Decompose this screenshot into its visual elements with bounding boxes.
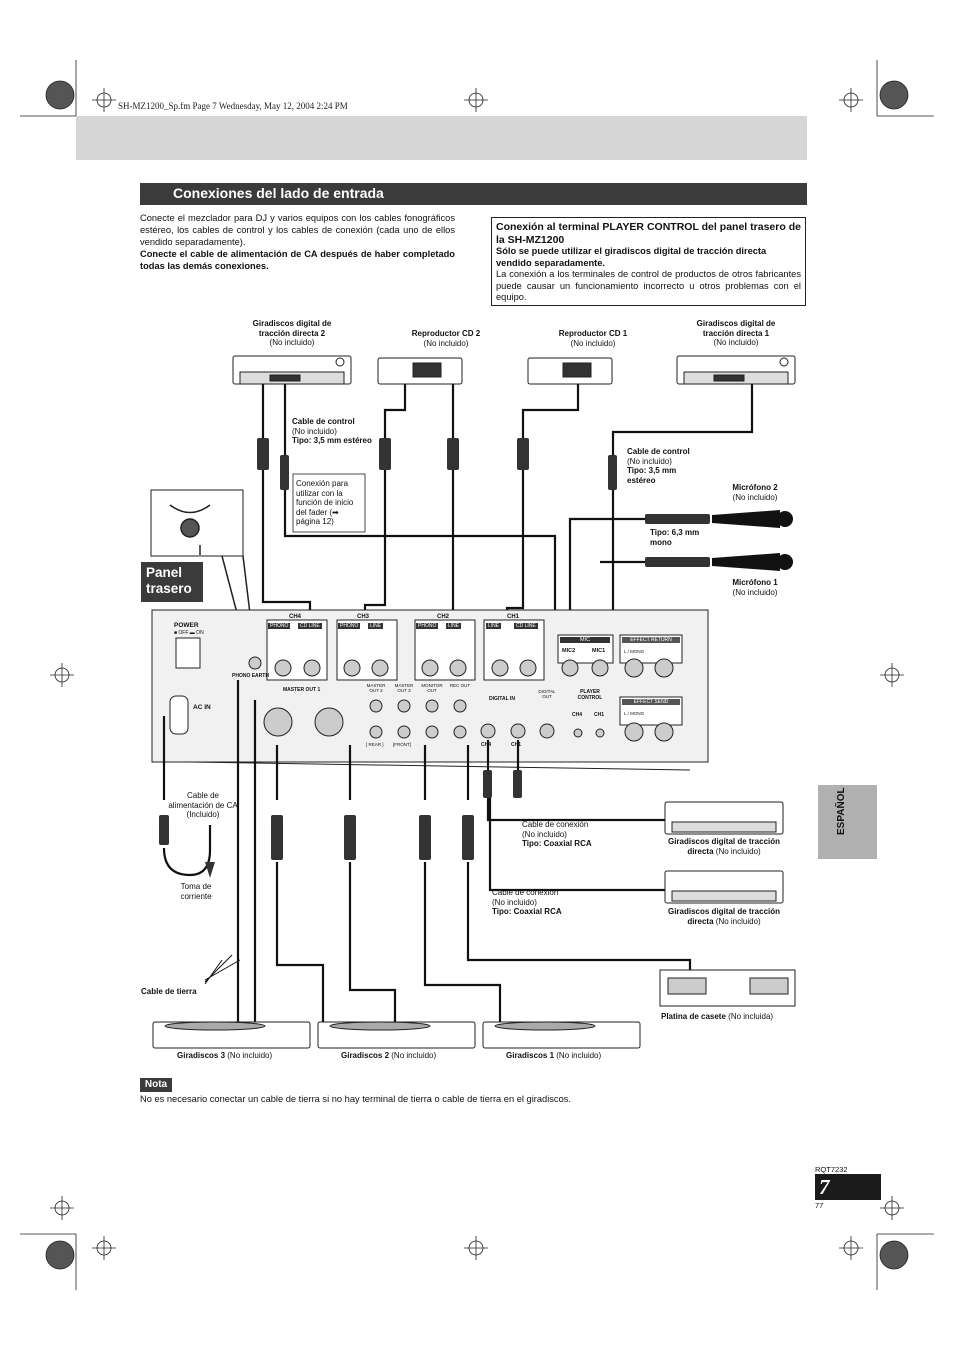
intro-warning: Conecte el cable de alimentación de CA d… (140, 249, 455, 271)
panel-ch3-line: LINE (368, 623, 384, 629)
panel-monitor-out: MONITOR OUT (421, 683, 443, 693)
panel-ch1-cdline: CD LINE (514, 623, 538, 629)
label-mic2: Micrófono 2(No incluido) (732, 483, 778, 502)
file-info-line: SH-MZ1200_Sp.fm Page 7 Wednesday, May 12… (118, 101, 348, 111)
panel-pc-ch4: CH4 (572, 712, 583, 718)
panel-ch1-line: LINE (486, 623, 502, 629)
label-dd2: Giradiscos digital de tracción directa 2… (252, 319, 332, 347)
rear-panel (151, 609, 709, 771)
panel-player-control: PLAYER CONTROL (577, 689, 603, 701)
label-tt2: Giradiscos 2 (No incluido) (341, 1051, 437, 1060)
label-coax-cable-2: Cable de conexión(No incluido)Tipo: Coax… (492, 888, 562, 916)
panel-master-out2: MASTER OUT 2 (366, 683, 386, 693)
plugs (257, 438, 710, 567)
label-cd1: Reproductor CD 1(No incluido) (558, 329, 628, 348)
panel-ch4-phono: PHONO (268, 623, 291, 629)
panel-l-mono-return: L / MONO (624, 649, 645, 654)
bottom-cables (162, 680, 692, 1022)
panel-tag: Panel trasero (141, 562, 203, 602)
panel-ch1: CH1 (507, 614, 520, 620)
label-dd1: Giradiscos digital de tracción directa 1… (696, 319, 776, 347)
top-devices (232, 355, 796, 385)
registration-marks (20, 60, 934, 1290)
page-sub-number: 77 (815, 1201, 824, 1210)
player-control-bold: Sólo se puede utilizar el giradiscos dig… (496, 246, 767, 268)
intro-text: Conecte el mezclador para DJ y varios eq… (140, 212, 455, 272)
label-control-cable-1: Cable de control(No incluido)Tipo: 3,5 m… (292, 417, 372, 445)
panel-mic2: MIC2 (562, 648, 576, 654)
intro-paragraph: Conecte el mezclador para DJ y varios eq… (140, 213, 455, 247)
panel-phono-earth: PHONO EARTH (232, 673, 269, 679)
panel-l-mono-send: L / MONO (624, 711, 645, 716)
player-control-title: Conexión al terminal PLAYER CONTROL del … (496, 221, 801, 246)
label-ground-cable: Cable de tierra (141, 987, 197, 996)
panel-ch4-cdline: CD LINE (298, 623, 322, 629)
language-label: ESPAÑOL (836, 787, 847, 835)
label-mic-type: Tipo: 6,3 mm mono (650, 528, 700, 547)
panel-ch4: CH4 (289, 614, 302, 620)
panel-digital-out: DIGITAL OUT (538, 689, 556, 699)
label-tt3: Giradiscos 3 (No incluido) (177, 1051, 273, 1060)
label-outlet: Toma de corriente (180, 882, 212, 901)
label-dd-b: Giradiscos digital de tracción directa (… (667, 907, 781, 926)
fader-note: Conexión para utilizar con la función de… (296, 479, 354, 526)
panel-pc-ch1: CH1 (594, 712, 605, 718)
panel-rear: [ REAR ] (366, 742, 384, 747)
panel-rec-out: REC OUT (449, 683, 471, 688)
label-dd-a: Giradiscos digital de tracción directa (… (667, 837, 781, 856)
label-ac-cable: Cable de alimentación de CA (Incluido) (168, 791, 238, 819)
player-control-box: Conexión al terminal PLAYER CONTROL del … (491, 217, 806, 306)
page-number-box: 7 (815, 1174, 881, 1200)
language-tab: ESPAÑOL (818, 785, 877, 859)
panel-off-on: ■ OFF ▬ ON (174, 630, 204, 636)
doc-code: RQT7232 (815, 1165, 848, 1174)
label-tt1: Giradiscos 1 (No incluido) (506, 1051, 602, 1060)
panel-master-out1: MASTER OUT 1 (283, 687, 321, 693)
page-number: 7 (819, 1175, 830, 1199)
label-tape-deck: Platina de casete (No incluida) (661, 1012, 774, 1021)
panel-front: [FRONT] (393, 742, 411, 747)
panel-effect-send: EFFECT SEND (622, 699, 680, 705)
panel-ch3-phono: PHONO (338, 623, 361, 629)
panel-mic: MIC (560, 637, 610, 643)
section-header: Conexiones del lado de entrada (140, 183, 807, 205)
label-cd2: Reproductor CD 2(No incluido) (411, 329, 481, 348)
section-title: Conexiones del lado de entrada (173, 185, 384, 201)
header-band (76, 116, 807, 160)
panel-din-ch4: CH4 (481, 742, 492, 748)
panel-mic1: MIC1 (592, 648, 606, 654)
nota-text: No es necesario conectar un cable de tie… (140, 1094, 571, 1104)
player-control-text: La conexión a los terminales de control … (496, 269, 801, 302)
panel-power: POWER (174, 622, 199, 629)
label-control-cable-2: Cable de control(No incluido)Tipo: 3,5 m… (627, 447, 690, 485)
panel-ch2-line: LINE (446, 623, 462, 629)
panel-ch2-phono: PHONO (416, 623, 439, 629)
panel-effect-return: EFFECT RETURN (622, 637, 680, 643)
nota-label: Nota (140, 1078, 172, 1092)
panel-din-ch1: CH1 (511, 742, 522, 748)
panel-master-out3: MASTER OUT 3 (394, 683, 414, 693)
label-mic1: Micrófono 1(No incluido) (732, 578, 778, 597)
microphones (712, 510, 793, 571)
right-devices (659, 801, 796, 1007)
panel-ch2: CH2 (437, 614, 450, 620)
label-coax-cable-1: Cable de conexión(No incluido)Tipo: Coax… (522, 820, 592, 848)
bottom-turntables (152, 1021, 641, 1049)
panel-digital-in: DIGITAL IN (489, 696, 515, 702)
panel-ac-in: AC IN (193, 704, 211, 711)
panel-ch3: CH3 (357, 614, 370, 620)
